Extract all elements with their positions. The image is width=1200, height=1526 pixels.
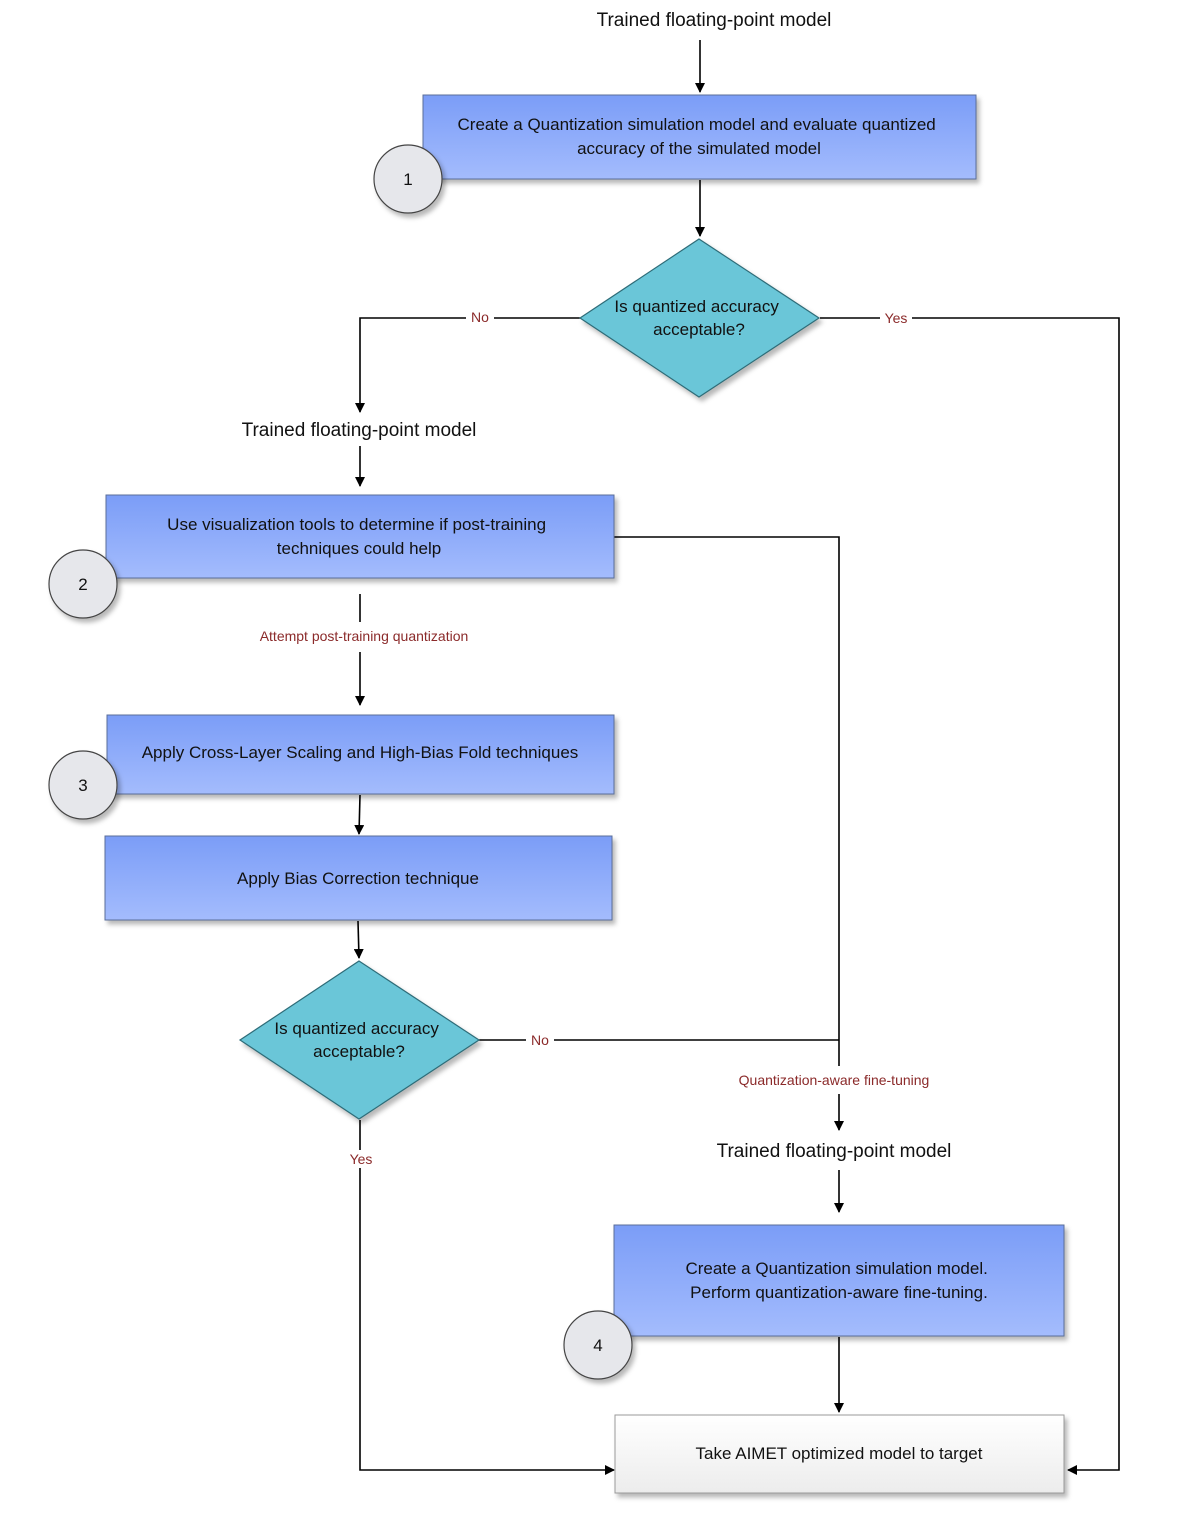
top-input-label: Trained floating-point model — [597, 10, 832, 31]
mid-input-label: Trained floating-point model — [242, 420, 477, 441]
line-step2-to-qat — [614, 536, 840, 1040]
decision1: Is quantized accuracy acceptable? — [578, 238, 821, 398]
arrow-bias-to-decision2 — [353, 920, 364, 959]
step4-box: Create a Quantization simulation model. … — [613, 1224, 1065, 1337]
decision1-text: Is quantized accuracy acceptable? — [614, 297, 783, 339]
decision2-yes-label: Yes — [350, 1151, 373, 1167]
qat-input-label: Trained floating-point model — [717, 1141, 952, 1162]
step2-text: Use visualization tools to determine if … — [167, 515, 551, 558]
target-text: Take AIMET optimized model to target — [696, 1444, 983, 1463]
step1-line-2: accuracy of the simulated model — [577, 139, 821, 158]
target-box: Take AIMET optimized model to target — [614, 1414, 1065, 1494]
edge-label-backgrounds — [344, 309, 912, 1168]
step-badge-2: 2 — [48, 549, 118, 619]
decision2-text: Is quantized accuracy acceptable? — [274, 1019, 443, 1061]
arrow-decision2-yes — [359, 1120, 615, 1475]
decision1-line-1: Is quantized accuracy — [614, 297, 779, 316]
decision2: Is quantized accuracy acceptable? — [238, 960, 481, 1120]
decision2-line-1: Is quantized accuracy — [274, 1019, 439, 1038]
step-badge-4: 4 — [563, 1310, 633, 1380]
step-number-1: 1 — [403, 170, 412, 189]
step2-line-1: Use visualization tools to determine if … — [167, 515, 546, 534]
decision1-yes-label: Yes — [885, 310, 908, 326]
decision1-line-2: acceptable? — [653, 320, 745, 339]
ptq-label: Attempt post-training quantization — [260, 628, 469, 644]
qat-label: Quantization-aware fine-tuning — [739, 1072, 930, 1088]
step1-box: Create a Quantization simulation model a… — [422, 94, 977, 180]
step4-line-1: Create a Quantization simulation model. — [685, 1259, 987, 1278]
arrow-decision1-yes — [820, 317, 1120, 1475]
step-badge-1: 1 — [373, 144, 443, 214]
decision1-no-label: No — [471, 309, 489, 325]
bias-correction-text: Apply Bias Correction technique — [237, 869, 479, 888]
step2-line-2: techniques could help — [277, 539, 441, 558]
step1-line-1: Create a Quantization simulation model a… — [458, 115, 936, 134]
step1-text: Create a Quantization simulation model a… — [458, 115, 941, 158]
arrow-decision1-no — [355, 317, 580, 413]
step2-box: Use visualization tools to determine if … — [105, 494, 615, 579]
step-number-3: 3 — [78, 776, 87, 795]
decision2-no-label: No — [531, 1032, 549, 1048]
step3-text: Apply Cross-Layer Scaling and High-Bias … — [142, 743, 579, 762]
decision2-line-2: acceptable? — [313, 1042, 405, 1061]
step-badge-3: 3 — [48, 750, 118, 820]
arrow-step3-to-bias — [354, 794, 365, 835]
step-number-2: 2 — [78, 575, 87, 594]
step3-box: Apply Cross-Layer Scaling and High-Bias … — [106, 714, 615, 795]
step4-text: Create a Quantization simulation model. … — [685, 1259, 992, 1302]
step4-line-2: Perform quantization-aware fine-tuning. — [690, 1283, 988, 1302]
bias-correction-box: Apply Bias Correction technique — [104, 835, 613, 921]
step-number-4: 4 — [593, 1336, 602, 1355]
